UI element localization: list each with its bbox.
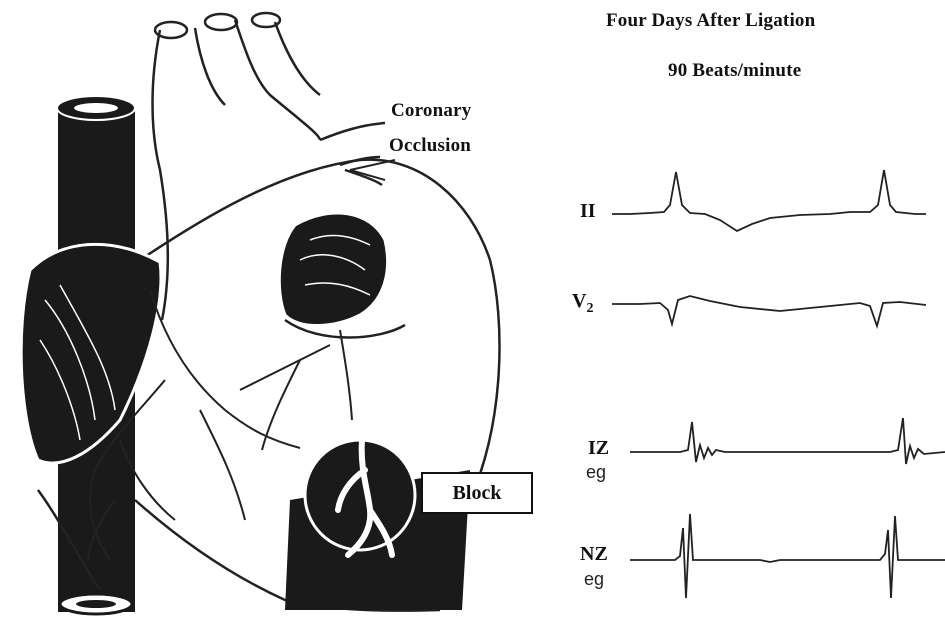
trace-IZ [630, 418, 945, 464]
occlusion-label: Occlusion [389, 135, 471, 157]
lead-label-V-sub: 2 [586, 301, 593, 316]
infarct-zone [285, 440, 470, 610]
lead-sublabel-NZ: eg [584, 569, 604, 590]
coronary-label: Coronary [391, 100, 471, 122]
right-atrium-appendage [21, 244, 161, 463]
lead-label-V-main: V [572, 290, 586, 312]
trace-NZ [630, 514, 945, 598]
block-label: Block [421, 472, 533, 514]
lead-sublabel-IZ: eg [586, 462, 606, 483]
figure-title: Four Days After Ligation [606, 10, 815, 32]
left-atrium-appendage [279, 213, 405, 338]
occlusion-pointer [350, 160, 395, 180]
trace-II [612, 170, 926, 231]
heart-rate-label: 90 Beats/minute [668, 60, 801, 82]
lead-label-IZ: IZ [588, 437, 609, 460]
trace-V2 [612, 296, 926, 326]
ecg-traces [612, 170, 945, 598]
lead-label-II: II [580, 200, 596, 223]
lead-label-V: V2 [572, 290, 593, 317]
lead-label-NZ: NZ [580, 543, 608, 566]
